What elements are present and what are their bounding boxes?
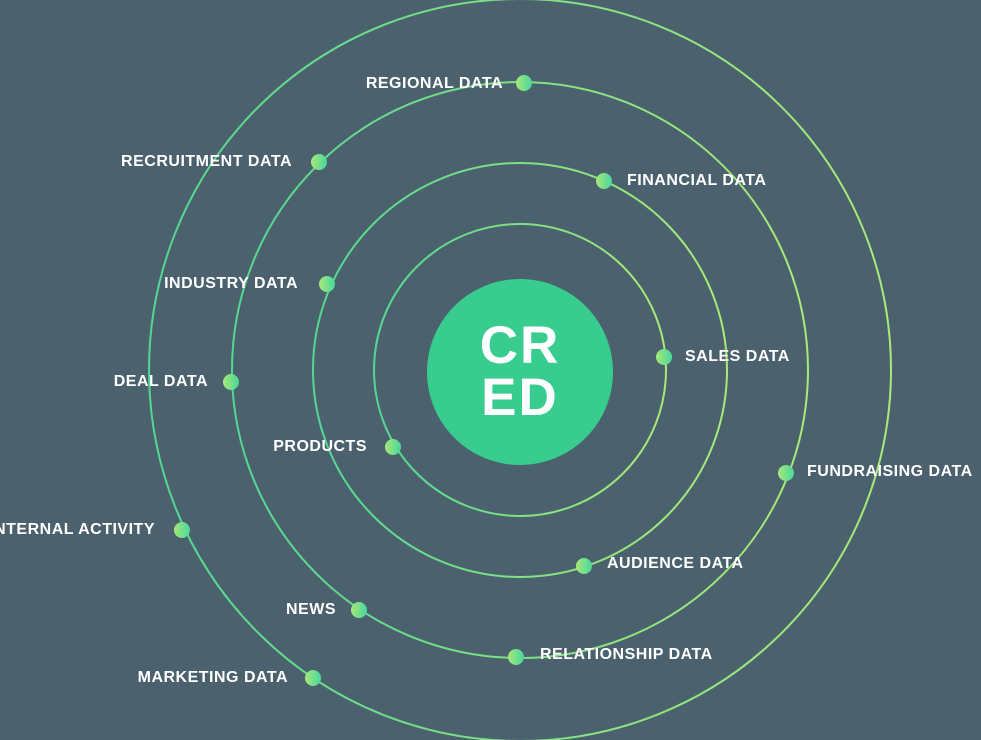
dot-products	[385, 439, 401, 455]
label-sales-data: SALES DATA	[685, 348, 790, 365]
label-marketing-data: MARKETING DATA	[137, 669, 288, 686]
label-products: PRODUCTS	[273, 438, 367, 455]
orbit-ring-2	[312, 162, 728, 578]
label-industry-data: INDUSTRY DATA	[164, 275, 298, 292]
orbit-ring-1	[373, 223, 667, 517]
dot-relationship-data	[508, 649, 524, 665]
label-regional-data: REGIONAL DATA	[365, 75, 503, 92]
dot-news	[351, 602, 367, 618]
dot-audience-data	[576, 558, 592, 574]
label-financial-data: FINANCIAL DATA	[627, 172, 767, 189]
label-deal-data: DEAL DATA	[113, 373, 208, 390]
label-fundraising-data: FUNDRAISING DATA	[807, 463, 973, 480]
dot-deal-data	[223, 374, 239, 390]
label-audience-data: AUDIENCE DATA	[607, 555, 744, 572]
cred-center-circle	[427, 279, 613, 465]
dot-financial-data	[596, 173, 612, 189]
label-news: NEWS	[286, 601, 336, 618]
label-recruitment-data: RECRUITMENT DATA	[121, 153, 292, 170]
orbit-ring-4	[148, 0, 892, 740]
label-relationship-data: RELATIONSHIP DATA	[540, 646, 713, 663]
cred-logo-line2: ED	[481, 368, 559, 427]
dot-sales-data	[656, 349, 672, 365]
dot-marketing-data	[305, 670, 321, 686]
dot-recruitment-data	[311, 154, 327, 170]
cred-logo: CR ED	[479, 316, 561, 427]
cred-logo-line1: CR	[479, 316, 561, 375]
label-internal-activity: INTERNAL ACTIVITY	[0, 521, 155, 538]
dot-industry-data	[319, 276, 335, 292]
dot-fundraising-data	[778, 465, 794, 481]
dot-internal-activity	[174, 522, 190, 538]
dot-regional-data	[516, 75, 532, 91]
